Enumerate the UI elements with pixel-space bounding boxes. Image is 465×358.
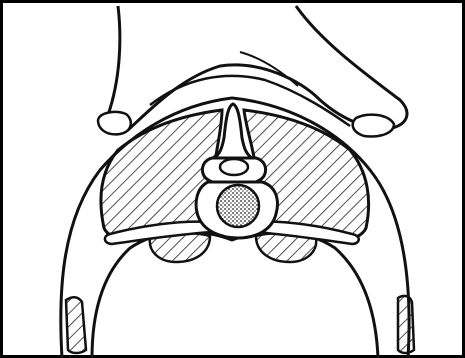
vertebral-core-stippled bbox=[217, 185, 259, 227]
thumb-nail bbox=[98, 112, 131, 134]
right-rib-section bbox=[398, 296, 414, 353]
spinal-canal bbox=[220, 159, 248, 175]
left-rib-section bbox=[66, 297, 86, 353]
finger-tip bbox=[353, 115, 394, 137]
